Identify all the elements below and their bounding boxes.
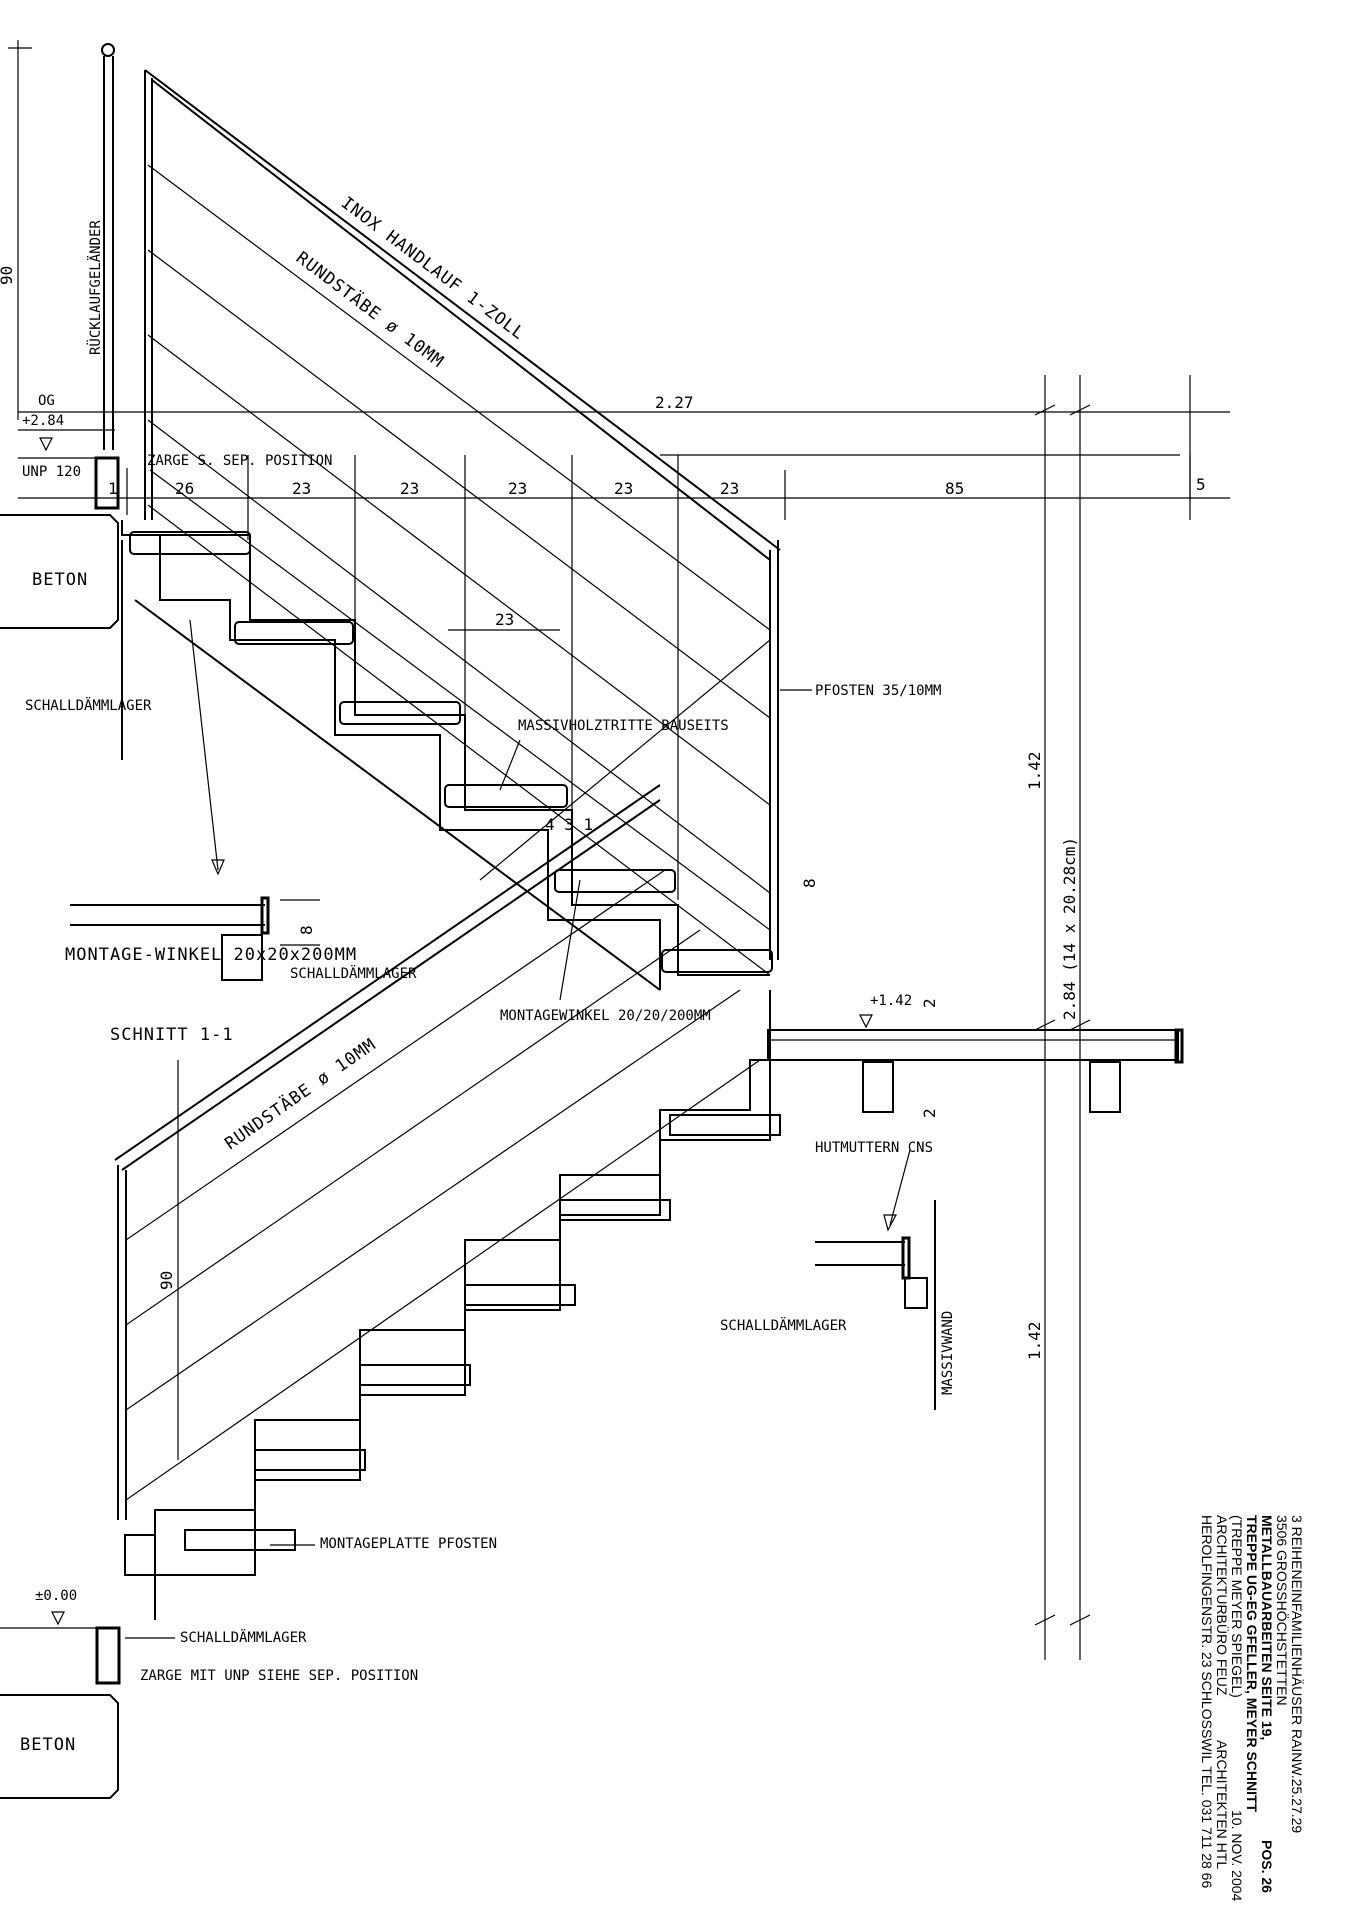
dim-tread-d: 23 (614, 479, 633, 498)
label-montagewinkel: MONTAGEWINKEL 20/20/200MM (500, 1008, 711, 1024)
label-massivholz: MASSIVHOLZTRITTE BAUSEITS (518, 718, 729, 734)
label-massivwand: MASSIVWAND (940, 1311, 956, 1395)
label-zarge-top: ZARGE S. SEP. POSITION (147, 453, 332, 469)
dim-rise-total: 2.84 (14 x 20.28cm) (1060, 837, 1079, 1020)
left-height-dimension: 90 (0, 40, 32, 420)
dim-top-26: 26 (175, 479, 194, 498)
landing-slab: +1.42 2 2 HUTMUTTERN CNS (767, 993, 1184, 1232)
label-og-level: +2.84 (22, 413, 64, 429)
label-schnitt: SCHNITT 1-1 (110, 1025, 234, 1045)
dim-detail-431: 4 3 1 (545, 815, 593, 834)
label-schall-1: SCHALLDÄMMLAGER (25, 696, 152, 714)
dim-small-2a: 2 (920, 998, 939, 1008)
label-rueckgelaender: RÜCKLAUFGELÄNDER (86, 220, 104, 355)
title-line4: TREPPE UG-EG GFELLER, MEYER SCHNITT (1244, 1515, 1260, 1813)
lower-base: MONTAGEPLATTE PFOSTEN ±0.00 SCHALLDÄMMLA… (0, 1534, 497, 1799)
label-level-142: +1.42 (870, 993, 912, 1009)
label-zarge-bottom: ZARGE MIT UNP SIEHE SEP. POSITION (140, 1668, 418, 1684)
label-montagewinkel-detail: MONTAGE-WINKEL 20x20x200MM (65, 945, 357, 965)
title-line5a: (TREPPE MEYER SPIEGEL) (1229, 1515, 1245, 1698)
lower-railing: RUNDSTÄBE ø 10MM 90 (114, 784, 761, 1520)
dim-height-top-left: 90 (0, 266, 16, 285)
label-rundstaebe-bottom: RUNDSTÄBE ø 10MM (221, 1034, 380, 1154)
dim-detail-8b: 8 (297, 925, 316, 935)
label-og: OG (38, 393, 55, 409)
dim-rise-upper: 1.42 (1025, 751, 1044, 790)
lower-treads (184, 1114, 781, 1551)
og-level-marker: OG +2.84 (18, 393, 115, 459)
dim-landing: 85 (945, 479, 964, 498)
dim-rise-lower: 1.42 (1025, 1321, 1044, 1360)
dim-small-2b: 2 (920, 1108, 939, 1118)
label-hutmuttern: HUTMUTTERN CNS (815, 1140, 933, 1156)
dim-top-total: 2.27 (655, 393, 694, 412)
dim-top-1: 1 (108, 479, 118, 498)
upper-round-bars (147, 164, 771, 976)
dim-mid-23: 23 (495, 610, 514, 629)
dim-height-left: 90 (157, 1271, 176, 1290)
dim-tread-a: 23 (292, 479, 311, 498)
label-schall-3: SCHALLDÄMMLAGER (720, 1316, 847, 1334)
label-unp: UNP 120 (22, 464, 81, 480)
upper-handrail: INOX HANDLAUF 1-ZOLL RUNDSTÄBE ø 10MM (144, 69, 781, 960)
upper-flight (121, 520, 770, 991)
title-line6b: ARCHITEKTEN HTL (1214, 1740, 1230, 1869)
title-line5b: 10. NOV. 2004 (1229, 1810, 1245, 1902)
label-beton-bottom: BETON (20, 1735, 76, 1755)
label-schall-2: SCHALLDÄMMLAGER (290, 964, 417, 982)
ruecklauf-railing: RÜCKLAUFGELÄNDER (86, 43, 115, 450)
upper-treads (129, 531, 773, 973)
dim-right-5: 5 (1196, 475, 1206, 494)
title-line2: 3506 GROSSHÖCHSTETTEN (1274, 1515, 1291, 1706)
label-schall-4: SCHALLDÄMMLAGER (180, 1628, 307, 1646)
right-dimension-lines: 1.42 2.84 (14 x 20.28cm) 1.42 (1025, 375, 1191, 1660)
title-line3a: METALLBAUARBEITEN SEITE 19, (1259, 1515, 1275, 1740)
title-line6a: ARCHITEKTURBÜRO FEUZ (1214, 1515, 1231, 1696)
wall-detail: SCHALLDÄMMLAGER MASSIVWAND (720, 1200, 956, 1410)
title-line3b: POS. 26 (1259, 1840, 1275, 1893)
label-montageplatte: MONTAGEPLATTE PFOSTEN (320, 1536, 497, 1552)
dim-detail-8a: 8 (800, 878, 819, 888)
dim-tread-b: 23 (400, 479, 419, 498)
dim-tread-c: 23 (508, 479, 527, 498)
title-block: 3 REIHENEINFAMILIENHÄUSER RAINW.25.27.29… (1199, 1515, 1305, 1902)
label-beton-top: BETON (32, 570, 88, 590)
title-line7: HEROLFINGENSTR. 23 SCHLOSSWIL TEL. 031 7… (1199, 1515, 1215, 1888)
montagewinkel-detail: 8 MONTAGE-WINKEL 20x20x200MM SCHALLDÄMML… (65, 896, 417, 982)
label-pfosten: PFOSTEN 35/10MM (815, 683, 941, 699)
dim-tread-e: 23 (720, 479, 739, 498)
label-handlauf: INOX HANDLAUF 1-ZOLL (337, 193, 528, 344)
upper-slab: UNP 120 BETON (0, 456, 120, 629)
title-line1: 3 REIHENEINFAMILIENHÄUSER RAINW.25.27.29 (1289, 1515, 1305, 1833)
label-level-000: ±0.00 (35, 1588, 77, 1604)
